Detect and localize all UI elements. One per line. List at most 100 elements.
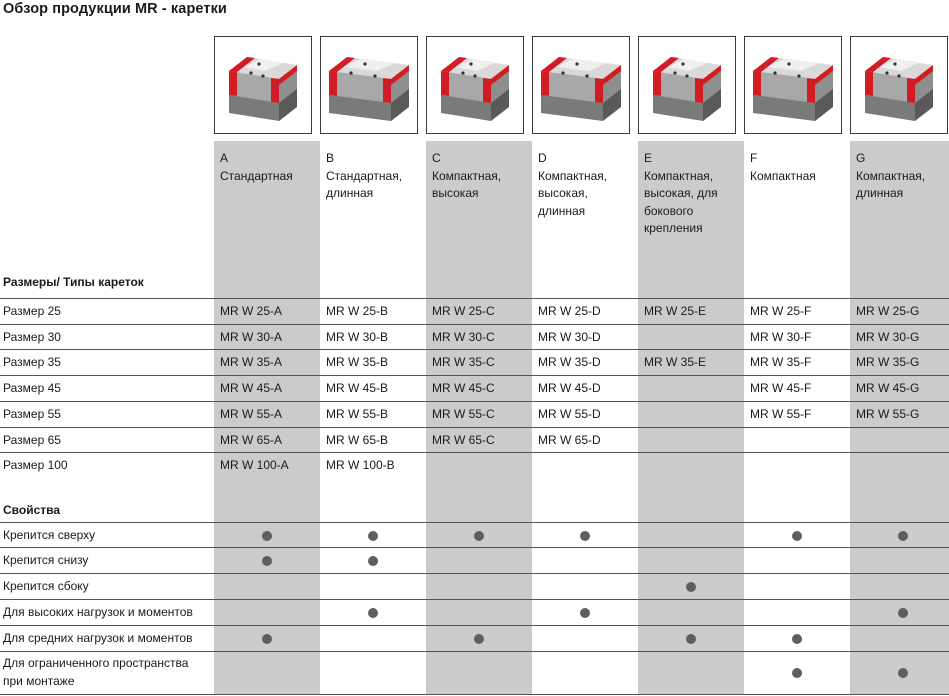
size-cell: MR W 25-A — [220, 304, 283, 318]
size-row-label: Размер 35 — [3, 355, 61, 370]
size-cell: MR W 25-G — [856, 304, 920, 318]
column-code: F — [750, 151, 758, 165]
size-row-label: Размер 25 — [3, 304, 61, 318]
column-code: G — [856, 151, 866, 165]
size-cell: MR W 30-B — [326, 329, 389, 344]
row-divider — [0, 599, 949, 600]
row-divider — [0, 651, 949, 652]
size-cell: MR W 65-A — [220, 432, 283, 447]
size-cell: MR W 55-F — [750, 406, 812, 421]
property-mark-dot — [474, 530, 484, 541]
size-cell: MR W 30-D — [538, 329, 601, 344]
size-cell: MR W 65-C — [432, 432, 495, 447]
property-mark-dot — [368, 556, 378, 566]
size-cell: MR W 35-C — [432, 355, 495, 370]
properties-section-header: Свойства — [3, 503, 61, 517]
column-code: E — [644, 151, 653, 165]
size-cell: MR W 55-G — [856, 406, 920, 421]
property-mark-dot — [262, 556, 272, 566]
size-cell: MR W 45-B — [326, 381, 389, 396]
size-cell: MR W 30-F — [750, 329, 812, 344]
property-mark-dot — [792, 634, 802, 644]
row-divider — [0, 452, 949, 454]
property-row-label: Для ограниченного пространства при монта… — [3, 656, 189, 688]
property-row-label: Крепится сбоку — [3, 579, 89, 593]
carriage-compact-icon — [744, 36, 842, 134]
column-name: Компактная, высокая, для бокового крепле… — [644, 168, 718, 236]
property-mark-dot — [898, 668, 908, 678]
column-code: C — [432, 151, 441, 165]
size-cell: MR W 65-B — [326, 432, 389, 447]
size-cell: MR W 25-D — [538, 304, 601, 318]
size-cell: MR W 35-E — [644, 355, 707, 370]
size-cell: MR W 25-F — [750, 304, 812, 318]
row-divider — [0, 349, 949, 351]
size-cell: MR W 55-A — [220, 406, 283, 421]
size-cell: MR W 25-B — [326, 304, 389, 318]
carriage-compact-long-icon — [850, 36, 948, 134]
size-cell: MR W 35-G — [856, 355, 920, 370]
size-row-label: Размер 45 — [3, 381, 61, 396]
column-name: Компактная, высокая, длинная — [538, 168, 608, 218]
column-name: Компактная, высокая — [432, 168, 502, 201]
size-cell: MR W 55-D — [538, 406, 601, 421]
carriage-compact-high-icon — [426, 36, 524, 134]
property-mark-dot — [792, 530, 802, 541]
property-mark-dot — [580, 608, 590, 618]
column-header-c: C Компактная, высокая — [432, 150, 532, 203]
column-code: B — [326, 151, 335, 165]
size-cell: MR W 30-C — [432, 329, 495, 344]
size-row-label: Размер 65 — [3, 432, 61, 447]
property-mark-dot — [898, 530, 908, 541]
property-mark-dot — [792, 668, 802, 678]
property-mark-dot — [474, 634, 484, 644]
row-divider — [0, 426, 949, 428]
column-code: A — [220, 151, 229, 165]
property-row-label: Крепится сверху — [3, 528, 96, 542]
column-header-b: B Стандартная, длинная — [326, 150, 426, 203]
size-cell: MR W 65-D — [538, 432, 601, 447]
size-cell: MR W 35-F — [750, 355, 812, 370]
size-cell: MR W 100-A — [220, 458, 289, 473]
property-mark-dot — [898, 608, 908, 618]
column-header-d: D Компактная, высокая, длинная — [538, 150, 638, 220]
property-mark-dot — [368, 608, 378, 618]
size-cell: MR W 35-A — [220, 355, 283, 370]
column-shade-g — [850, 141, 949, 695]
property-mark-dot — [580, 530, 590, 541]
property-mark-dot — [368, 530, 378, 541]
row-divider — [0, 522, 949, 523]
size-row-label: Размер 55 — [3, 406, 61, 421]
size-cell: MR W 25-C — [432, 304, 495, 318]
size-cell: MR W 45-C — [432, 381, 495, 396]
size-cell: MR W 100-B — [326, 458, 395, 473]
size-cell: MR W 45-F — [750, 381, 812, 396]
size-cell: MR W 45-D — [538, 381, 601, 396]
property-row-label: Для высоких нагрузок и моментов — [3, 605, 193, 619]
column-header-e: E Компактная, высокая, для бокового крепл… — [644, 150, 744, 238]
size-cell: MR W 25-E — [644, 304, 707, 318]
row-divider — [0, 298, 949, 299]
size-row-label: Размер 100 — [3, 458, 68, 473]
size-cell: MR W 45-G — [856, 381, 920, 396]
column-name: Стандартная, длинная — [326, 168, 403, 201]
size-cell: MR W 55-B — [326, 406, 389, 421]
row-divider — [0, 375, 949, 377]
size-cell: MR W 35-B — [326, 355, 389, 370]
carriage-standard-long-icon — [320, 36, 418, 134]
column-name: Компактная, длинная — [856, 168, 926, 201]
size-cell: MR W 35-D — [538, 355, 601, 370]
property-row-label: Крепится снизу — [3, 553, 89, 567]
column-code: D — [538, 151, 547, 165]
property-mark-dot — [262, 634, 272, 644]
column-shade-c — [426, 141, 532, 695]
page-title: Обзор продукции MR - каретки — [3, 1, 227, 17]
property-mark-dot — [686, 634, 696, 644]
property-row-label: Для средних нагрузок и моментов — [3, 631, 193, 645]
carriage-compact-high-long-icon — [532, 36, 630, 134]
size-row-label: Размер 30 — [3, 329, 61, 344]
row-divider — [0, 400, 949, 402]
